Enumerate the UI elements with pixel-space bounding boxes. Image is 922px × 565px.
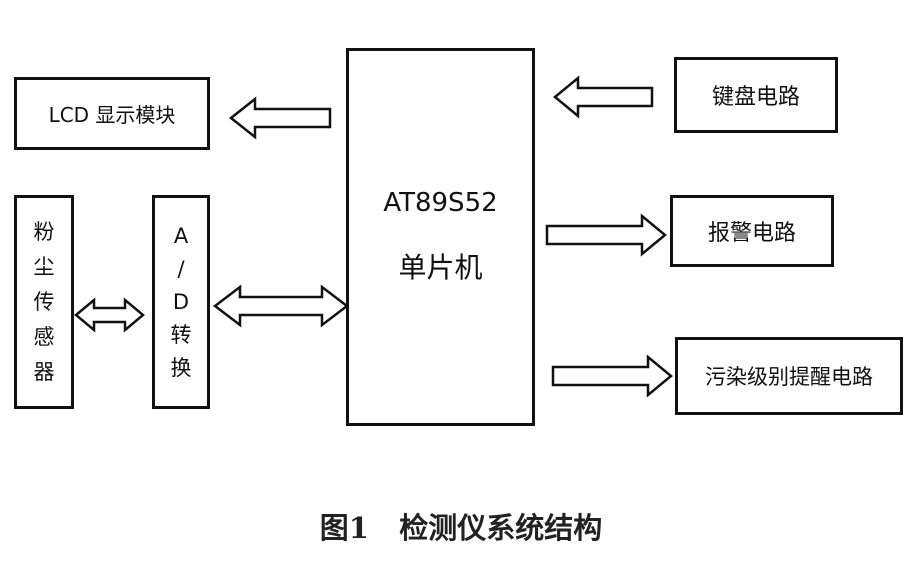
ad-converter-char: 换	[170, 355, 192, 380]
dust-sensor-block: 粉 尘 传 感 器	[14, 195, 74, 409]
dust-sensor-char: 感	[33, 324, 55, 349]
dust-sensor-char: 器	[33, 359, 55, 384]
arrow-dust-sensor-adc	[74, 297, 145, 333]
mcu-block: AT89S52 单片机	[346, 48, 535, 426]
lcd-display-module-block: LCD 显示模块	[14, 77, 210, 150]
figure-number: 图1	[319, 511, 369, 545]
pollution-level-reminder-label: 污染级别提醒电路	[705, 365, 873, 389]
mcu-name-label: 单片机	[398, 251, 483, 284]
arrow-mcu-to-lcd	[228, 96, 332, 140]
dust-sensor-char: 传	[33, 289, 55, 314]
ad-converter-block: A / D 转 换	[152, 195, 210, 409]
figure-caption: 图1 检测仪系统结构	[0, 505, 922, 547]
dust-sensor-char: 尘	[33, 254, 55, 279]
lcd-display-module-label: LCD 显示模块	[48, 103, 176, 127]
figure-title: 检测仪系统结构	[399, 511, 603, 545]
dust-sensor-label: 粉 尘 传 感 器	[34, 215, 55, 390]
ad-converter-label: A / D 转 换	[171, 220, 192, 385]
arrow-mcu-to-pollution	[551, 354, 673, 398]
arrow-keyboard-to-mcu	[553, 75, 654, 119]
ad-converter-char: A	[173, 223, 189, 248]
pollution-level-reminder-block: 污染级别提醒电路	[675, 337, 903, 415]
alarm-circuit-label: 报警电路	[707, 221, 796, 246]
ad-converter-char: D	[172, 289, 190, 314]
ad-converter-char: 转	[170, 322, 192, 347]
arrow-mcu-to-alarm	[545, 213, 667, 257]
arrow-adc-mcu	[212, 284, 350, 328]
keyboard-circuit-label: 键盘电路	[711, 85, 800, 110]
mcu-model-label: AT89S52	[383, 188, 498, 218]
ad-converter-char: /	[177, 256, 185, 281]
alarm-circuit-block: 报警电路	[670, 195, 834, 267]
keyboard-circuit-block: 键盘电路	[674, 57, 838, 133]
dust-sensor-char: 粉	[33, 219, 55, 244]
